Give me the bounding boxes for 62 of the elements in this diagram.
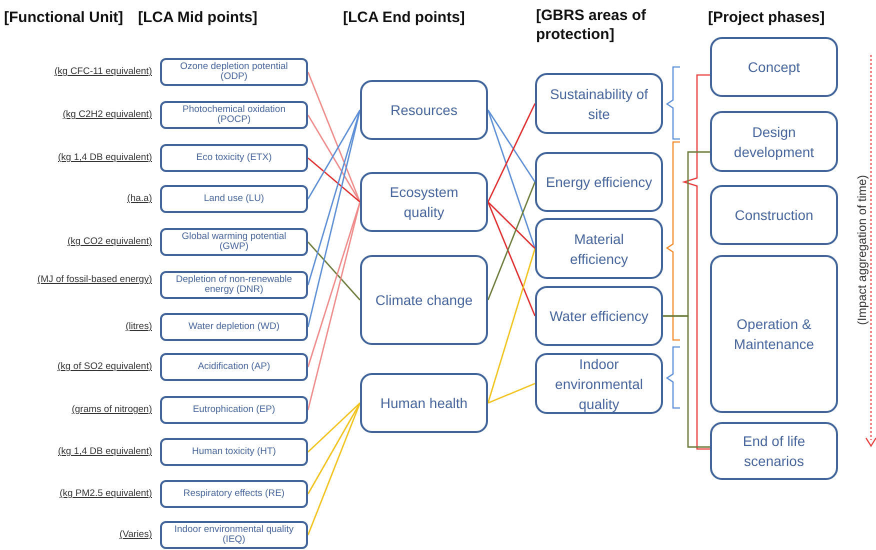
midpoint-box: Water depletion (WD) [160, 313, 308, 341]
category-box: Climate change [360, 255, 488, 345]
category-box: Concept [710, 37, 838, 97]
connector-line [307, 110, 361, 286]
unit-label: (kg CFC-11 equivalent) [53, 66, 152, 77]
midpoint-box: Photochemical oxidation (POCP) [160, 101, 308, 129]
unit-label: (grams of nitrogen) [70, 404, 152, 415]
midpoint-box: Indoor environmental quality (IEQ) [160, 521, 308, 549]
midpoint-box: Ozone depletion potential (ODP) [160, 58, 308, 86]
connector-line [488, 382, 536, 404]
midpoint-box: Land use (LU) [160, 185, 308, 213]
midpoint-box: Eutrophication (EP) [160, 396, 308, 424]
midpoint-box: Depletion of non-renewable energy (DNR) [160, 271, 308, 299]
connector-line [307, 202, 361, 410]
connector-line [488, 202, 536, 249]
category-box: Resources [360, 80, 488, 140]
unit-label: (kg CO2 equivalent) [66, 236, 152, 247]
connector-line [307, 242, 361, 300]
category-box: End of life scenarios [710, 422, 838, 480]
axis-label: (Impact aggregation of time) [854, 174, 870, 326]
unit-label: (kg C2H2 equivalent) [62, 109, 152, 120]
unit-label: (kg 1,4 DB equivalent) [57, 152, 152, 163]
midpoint-box: Human toxicity (HT) [160, 438, 308, 466]
unit-label: (MJ of fossil-based energy) [36, 274, 152, 285]
connector-line [487, 103, 536, 202]
unit-label: (ha.a) [126, 193, 152, 204]
midpoint-box: Acidification (AP) [160, 353, 308, 381]
category-box: Energy efficiency [535, 152, 663, 212]
column-heading: [LCA End points] [343, 8, 466, 27]
category-box: Water efficiency [535, 286, 663, 346]
connector-line [487, 202, 536, 316]
midpoint-box: Respiratory effects (RE) [160, 480, 308, 508]
unit-label: (kg PM2.5 equivalent) [58, 488, 152, 499]
midpoint-box: Global warming potential (GWP) [160, 228, 308, 256]
category-box: Construction [710, 185, 838, 245]
category-box: Sustainability of site [535, 73, 663, 134]
category-box: Human health [360, 373, 488, 433]
connector-line [308, 157, 360, 203]
category-box: Design development [710, 111, 838, 172]
connector-line [307, 202, 361, 368]
connector-line [487, 248, 536, 404]
connector-line [307, 402, 361, 494]
category-box: Ecosystem quality [360, 172, 488, 232]
connector-line [487, 182, 536, 300]
connector-line [307, 110, 361, 328]
unit-label: (Varies) [118, 529, 152, 540]
connector-line [307, 72, 361, 202]
column-heading: [Project phases] [708, 8, 826, 27]
category-box: Material efficiency [535, 218, 663, 279]
column-heading: [LCA Mid points] [138, 8, 258, 27]
connector-line [307, 402, 361, 536]
unit-label: (kg of SO2 equivalent) [56, 361, 152, 372]
connector-line [487, 110, 536, 182]
midpoint-box: Eco toxicity (ETX) [160, 144, 308, 172]
connector-line [487, 110, 536, 249]
connector-line [663, 315, 710, 448]
column-heading: [GBRS areas of protection] [536, 6, 648, 44]
unit-label: (kg 1,4 DB equivalent) [57, 446, 152, 457]
connector-line [308, 402, 360, 453]
unit-label: (litres) [124, 321, 152, 332]
category-box: Operation & Maintenance [710, 255, 838, 413]
category-box: Indoor environmental quality [535, 353, 663, 414]
